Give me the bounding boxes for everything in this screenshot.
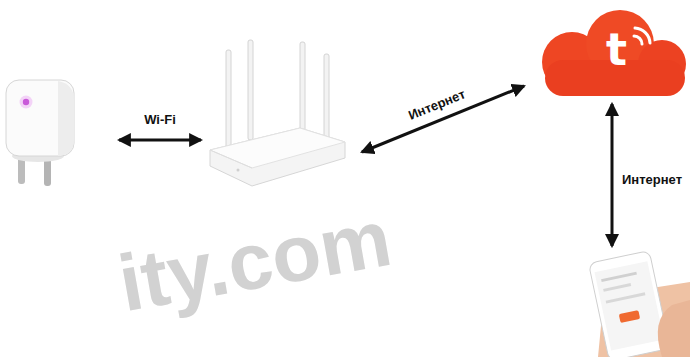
router-edge <box>210 150 252 168</box>
signal-arc <box>634 36 642 44</box>
router-top <box>210 128 345 168</box>
connection-label: Wi-Fi <box>142 112 178 128</box>
plug-pin <box>44 158 51 186</box>
screen-line <box>606 292 646 303</box>
antenna <box>300 42 305 134</box>
plug-body <box>6 80 74 156</box>
router-led <box>237 169 240 172</box>
phone-body <box>589 251 670 357</box>
watermark: ity.com <box>113 198 397 324</box>
signal-arc <box>635 28 650 43</box>
connection-label: Интернет <box>620 172 684 188</box>
antenna <box>226 50 231 150</box>
router-body <box>210 128 345 186</box>
router <box>210 40 345 186</box>
screen-button <box>619 310 640 323</box>
smart-plug <box>6 80 74 186</box>
screen-line <box>603 283 631 292</box>
cloud-node: t <box>522 8 688 100</box>
double-arrow <box>611 104 614 246</box>
double-arrow <box>362 86 524 152</box>
plug-led-glow <box>20 96 33 109</box>
plug-side <box>58 81 74 156</box>
double-arrow <box>119 139 201 142</box>
cloud <box>542 10 686 96</box>
phone-in-hand <box>589 251 690 357</box>
phone-screen <box>595 261 664 350</box>
router-node <box>205 35 350 195</box>
logo-letter: t <box>606 28 627 72</box>
screen-line <box>601 272 637 282</box>
antenna <box>324 54 329 142</box>
connection-label: Интернет <box>405 86 470 125</box>
plug-node <box>5 75 115 195</box>
thumb <box>658 300 690 357</box>
antenna <box>248 40 253 140</box>
plug-led <box>23 99 29 105</box>
phone-node <box>575 250 687 355</box>
